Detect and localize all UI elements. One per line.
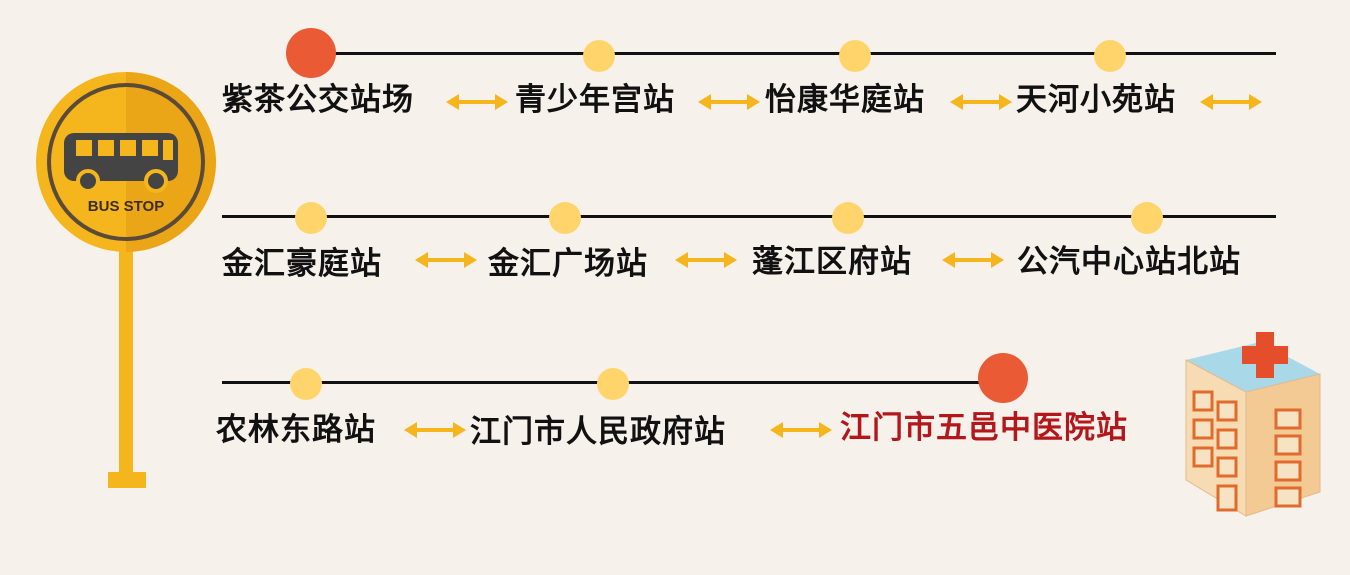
stop-marker [597,368,629,400]
stop-marker [832,202,864,234]
double-arrow-icon [404,422,466,438]
stop-label: 公汽中心站北站 [1017,244,1241,280]
stop-label: 紫茶公交站场 [222,82,414,118]
double-arrow-icon [942,252,1004,268]
stop-label: 金汇广场站 [488,246,648,282]
destination-label: 江门市五邑中医院站 [840,410,1128,446]
sign-text: BUS STOP [88,198,164,215]
double-arrow-icon [1200,94,1262,110]
stop-marker [1131,202,1163,234]
stop-label: 青少年宫站 [515,82,675,118]
double-arrow-icon [950,94,1012,110]
start-marker [286,28,336,78]
stop-label: 怡康华庭站 [765,82,925,118]
double-arrow-icon [698,94,760,110]
stop-marker [290,368,322,400]
stop-label: 江门市人民政府站 [470,414,726,450]
bus-stop-sign-icon: BUS STOP [36,72,216,488]
stop-label: 蓬江区府站 [752,244,912,280]
double-arrow-icon [415,252,477,268]
stop-marker [583,40,615,72]
hospital-building-icon [1185,332,1321,517]
route-line-1 [310,52,1276,55]
stop-marker [839,40,871,72]
double-arrow-icon [675,252,737,268]
destination-marker [978,353,1028,403]
double-arrow-icon [446,94,508,110]
route-line-2 [222,215,1276,218]
stop-marker [295,202,327,234]
stop-marker [549,202,581,234]
stop-label: 金汇豪庭站 [222,246,382,282]
stop-label: 天河小苑站 [1016,82,1176,118]
double-arrow-icon [770,422,832,438]
stop-label: 农林东路站 [216,412,376,448]
bus-icon [64,133,178,193]
stop-marker [1094,40,1126,72]
